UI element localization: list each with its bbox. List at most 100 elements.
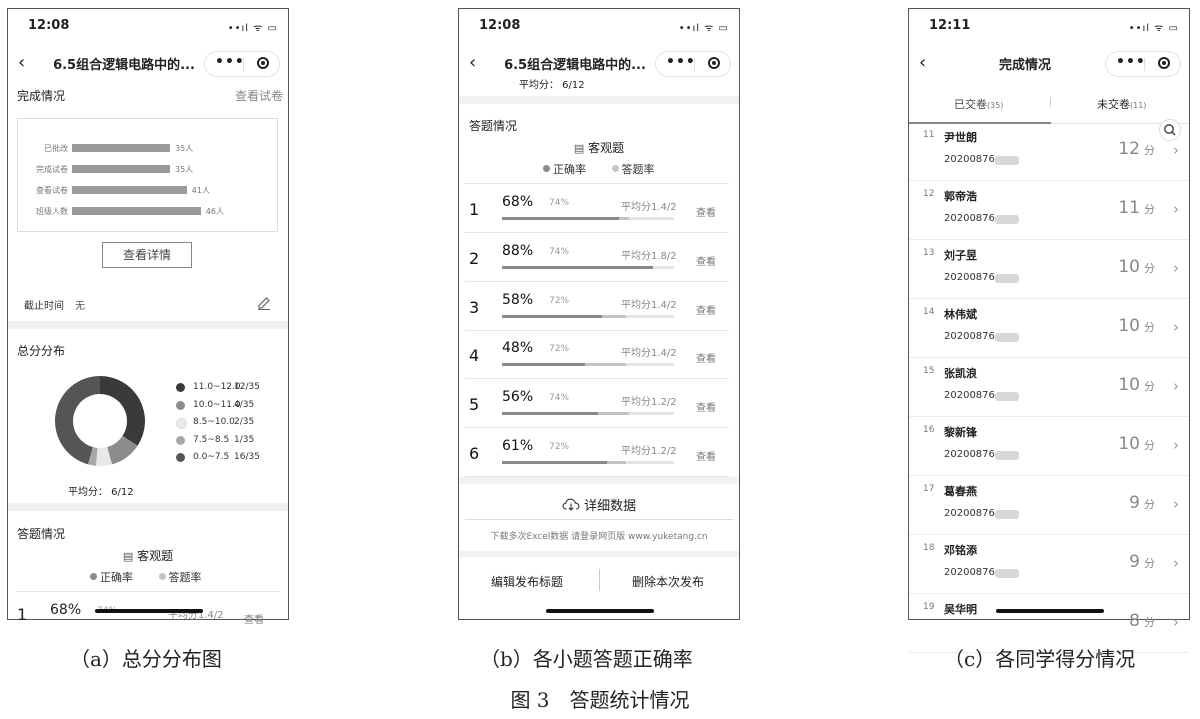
section-title-answers: 答题情况	[469, 119, 518, 133]
nav-bar: ‹ 6.5组合逻辑电路中的... •••	[8, 43, 288, 85]
question-avg: 平均分1.2/2	[621, 397, 677, 409]
edit-pencil-icon[interactable]	[256, 295, 272, 311]
status-icons: ••ıl ᯤ ▭	[227, 23, 278, 34]
student-name: 尹世朗	[944, 131, 977, 144]
more-icon[interactable]: •••	[215, 54, 245, 70]
bar-value: 35人	[175, 144, 194, 153]
question-avg: 平均分1.2/2	[621, 446, 677, 457]
home-indicator	[95, 609, 203, 613]
redacted-id-digits	[995, 392, 1019, 401]
student-name: 林伟斌	[944, 308, 977, 321]
status-time: 12:08	[479, 18, 521, 33]
legend-dot	[176, 383, 185, 392]
search-button[interactable]	[1159, 119, 1181, 141]
back-icon[interactable]: ‹	[469, 52, 477, 73]
student-index: 12	[923, 189, 935, 199]
redacted-id-digits	[995, 569, 1019, 578]
more-icon[interactable]: •••	[1116, 54, 1146, 70]
status-time: 12:11	[929, 18, 971, 33]
back-icon[interactable]: ‹	[919, 52, 927, 73]
student-id: 20200876	[944, 331, 995, 342]
back-icon[interactable]: ‹	[18, 52, 26, 73]
score-unit: 分	[1144, 144, 1155, 157]
correct-rate-fill	[502, 314, 602, 318]
average-score: 平均分： 6/12	[68, 487, 134, 498]
tab-unsubmitted[interactable]: 未交卷(11)	[1097, 96, 1146, 112]
nav-bar: ‹ 完成情况 •••	[909, 43, 1189, 85]
score-unit: 分	[1144, 439, 1155, 452]
delete-publish-button[interactable]: 删除本次发布	[632, 575, 705, 589]
score-unit: 分	[1144, 380, 1155, 393]
question-number: 4	[469, 346, 480, 366]
status-icons: ••ıl ᯤ ▭	[678, 23, 729, 34]
legend-dot	[176, 400, 185, 410]
student-id: 20200876	[944, 213, 995, 224]
view-detail-button[interactable]: 查看详情	[102, 242, 192, 268]
question-view-link[interactable]: 查看	[696, 403, 716, 415]
caption-c: （c）各同学得分情况	[944, 647, 1136, 671]
correct-rate-fill	[502, 363, 585, 367]
donut-slice-4	[55, 376, 100, 465]
question-progress-track	[502, 265, 674, 269]
row-divider	[465, 519, 733, 520]
status-time: 12:08	[28, 18, 70, 33]
view-paper-link[interactable]: 查看试卷	[234, 89, 283, 103]
row-divider	[465, 183, 729, 184]
score-value: 10	[1118, 257, 1140, 277]
close-target-icon[interactable]	[1158, 57, 1170, 69]
phone-panel-c: 12:11 ••ıl ᯤ ▭ ‹ 完成情况 ••• 已交卷(35) 未交卷(11…	[908, 8, 1190, 653]
question-view-link[interactable]: 查看	[696, 208, 716, 219]
question-view-link[interactable]: 查看	[244, 615, 264, 626]
question-view-link[interactable]: 查看	[696, 305, 716, 317]
phone-panel-a: 12:08 ••ıl ᯤ ▭ ‹ 6.5组合逻辑电路中的... ••• 完成情况…	[7, 8, 289, 626]
question-avg: 平均分1.4/2	[621, 202, 677, 213]
student-name: 邓铭添	[944, 544, 977, 557]
score-unit: 分	[1144, 203, 1155, 216]
question-view-link[interactable]: 查看	[696, 256, 716, 268]
question-view-link[interactable]: 查看	[696, 452, 716, 463]
student-name: 吴华明	[944, 603, 977, 616]
edit-title-button[interactable]: 编辑发布标题	[491, 575, 564, 589]
bar-value: 41人	[191, 186, 210, 195]
nav-title: 6.5组合逻辑电路中的...	[53, 58, 195, 73]
score-value: 12	[1118, 139, 1140, 159]
question-correct-pct: 58%	[502, 291, 534, 308]
document-icon: ▤	[122, 550, 134, 563]
student-id: 20200876	[944, 449, 995, 460]
cloud-download-icon	[562, 498, 580, 511]
tab-submitted[interactable]: 已交卷(35)	[954, 96, 1003, 112]
bar-label: 查看试卷	[36, 186, 68, 195]
question-view-link[interactable]: 查看	[696, 354, 716, 366]
score-unit: 分	[1144, 557, 1155, 570]
legend-answer: 答题率	[621, 163, 655, 176]
student-index: 14	[923, 307, 935, 317]
close-target-icon[interactable]	[257, 57, 269, 69]
bar-label: 班级人数	[36, 207, 68, 216]
search-icon	[1164, 124, 1176, 136]
question-correct-pct: 88%	[502, 242, 534, 259]
section-divider	[459, 477, 739, 484]
close-target-icon[interactable]	[708, 57, 720, 69]
question-number: 1	[17, 605, 28, 624]
student-name: 葛春燕	[944, 485, 977, 498]
question-progress-track	[502, 461, 674, 464]
bar-value: 35人	[175, 165, 194, 174]
more-icon[interactable]: •••	[666, 54, 696, 70]
detail-data-button[interactable]: 详细数据	[459, 495, 739, 514]
